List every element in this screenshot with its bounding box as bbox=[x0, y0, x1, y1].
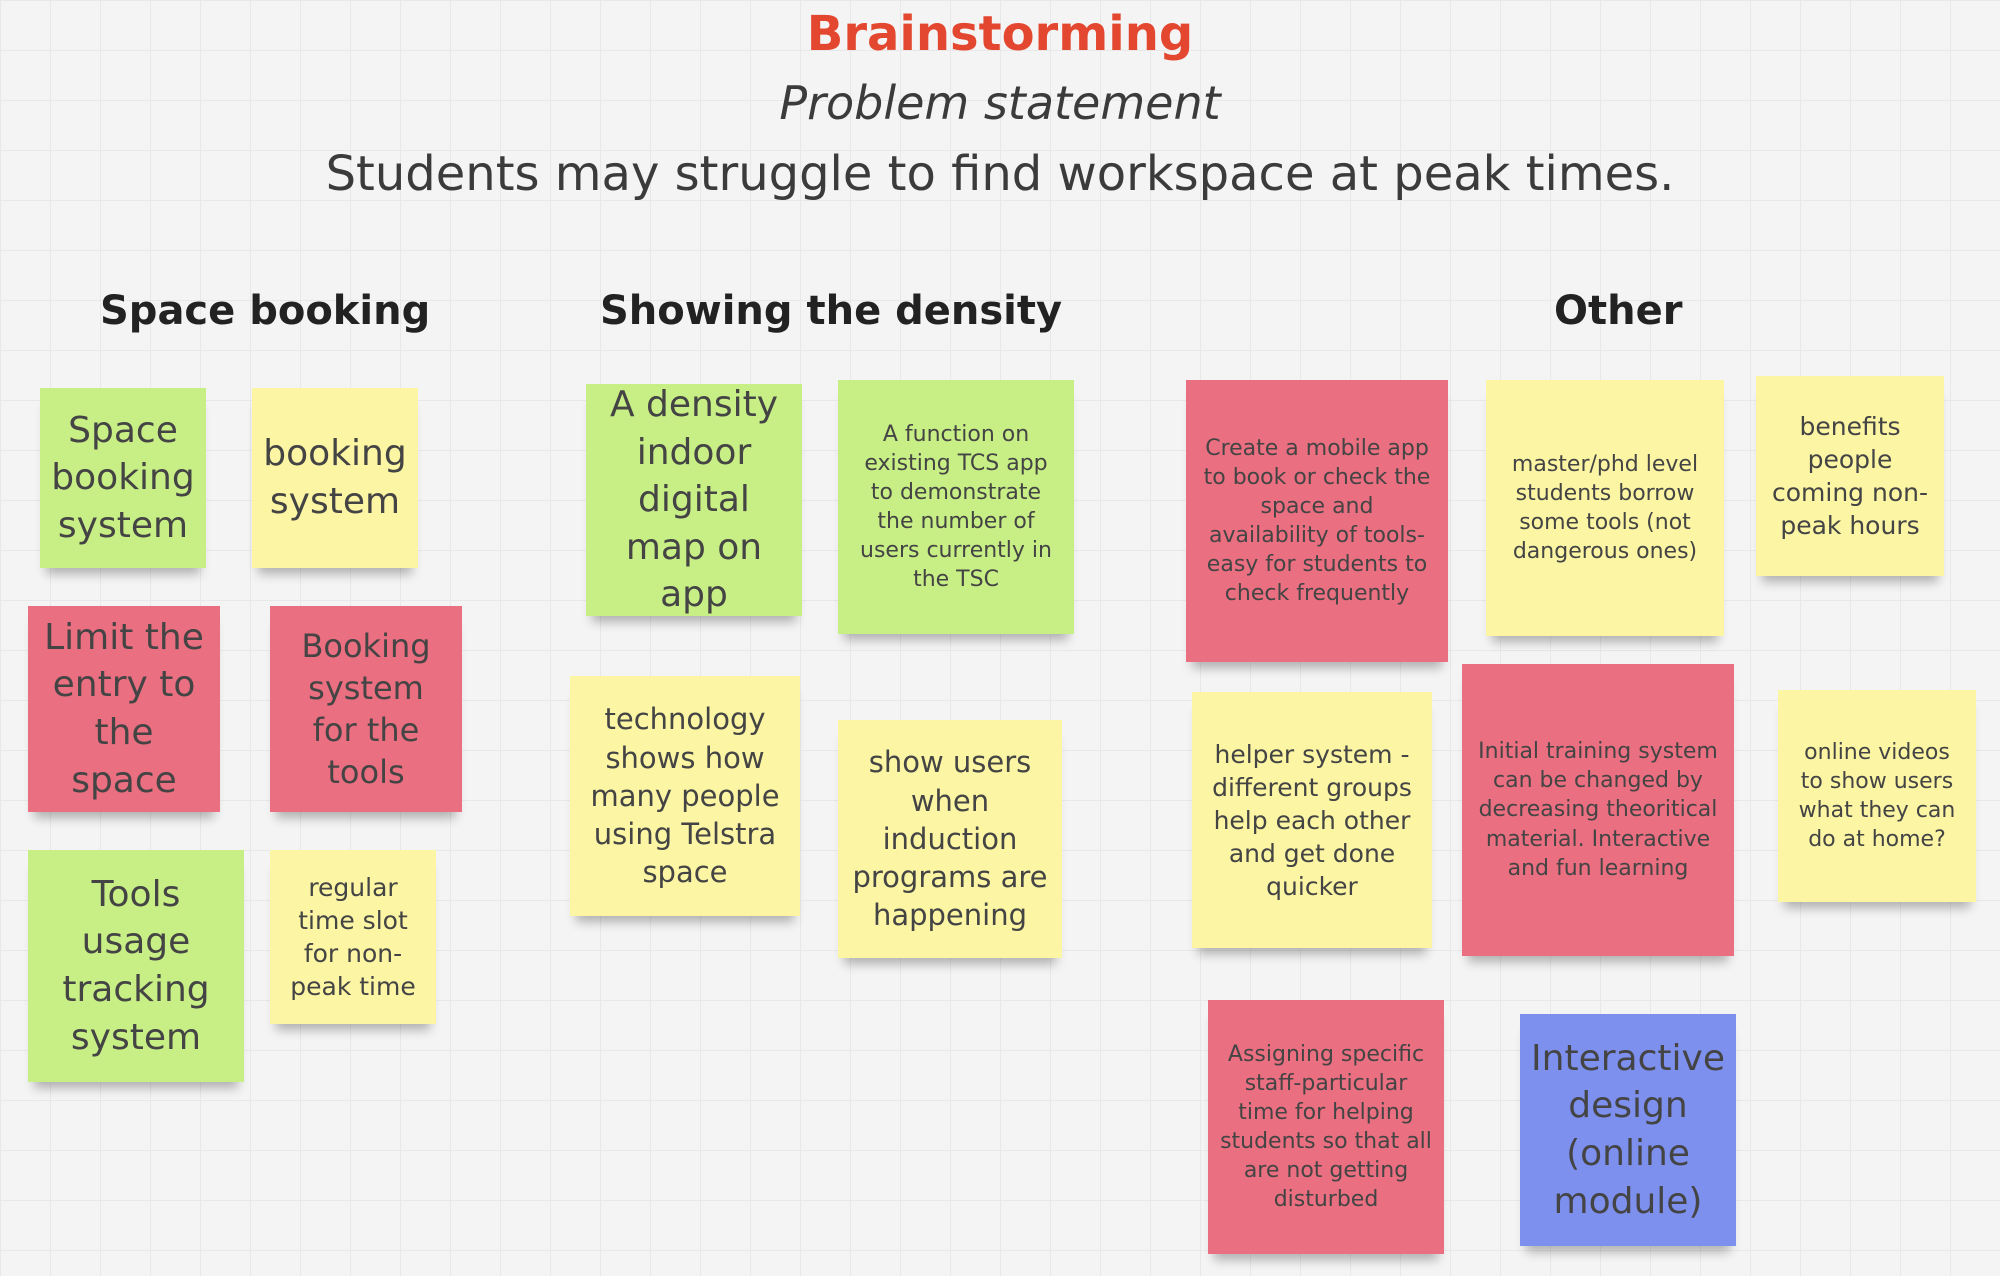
column-heading-space-booking[interactable]: Space booking bbox=[100, 288, 431, 334]
sticky-note[interactable]: booking system bbox=[252, 388, 418, 568]
sticky-note[interactable]: A density indoor digital map on app bbox=[586, 384, 802, 616]
sticky-note[interactable]: Space booking system bbox=[40, 388, 206, 568]
sticky-note[interactable]: benefits people coming non-peak hours bbox=[1756, 376, 1944, 576]
sticky-note[interactable]: Tools usage tracking system bbox=[28, 850, 244, 1082]
board-title[interactable]: Brainstorming bbox=[806, 6, 1194, 62]
sticky-note[interactable]: Booking system for the tools bbox=[270, 606, 462, 812]
sticky-note[interactable]: Create a mobile app to book or check the… bbox=[1186, 380, 1448, 662]
sticky-note[interactable]: Limit the entry to the space bbox=[28, 606, 220, 812]
column-heading-showing-the-density[interactable]: Showing the density bbox=[600, 288, 1063, 334]
problem-statement-text[interactable]: Students may struggle to find workspace … bbox=[325, 146, 1675, 202]
problem-statement-label[interactable]: Problem statement bbox=[779, 76, 1221, 130]
sticky-note[interactable]: Initial training system can be changed b… bbox=[1462, 664, 1734, 956]
sticky-note[interactable]: A function on existing TCS app to demons… bbox=[838, 380, 1074, 634]
sticky-note[interactable]: show users when induction programs are h… bbox=[838, 720, 1062, 958]
sticky-note[interactable]: regular time slot for non-peak time bbox=[270, 850, 436, 1024]
sticky-note[interactable]: technology shows how many people using T… bbox=[570, 676, 800, 916]
column-heading-other[interactable]: Other bbox=[1554, 288, 1683, 334]
sticky-note[interactable]: Interactive design (online module) bbox=[1520, 1014, 1736, 1246]
sticky-note[interactable]: master/phd level students borrow some to… bbox=[1486, 380, 1724, 636]
sticky-note[interactable]: Assigning specific staff-particular time… bbox=[1208, 1000, 1444, 1254]
sticky-note[interactable]: online videos to show users what they ca… bbox=[1778, 690, 1976, 902]
sticky-note[interactable]: helper system - different groups help ea… bbox=[1192, 692, 1432, 948]
